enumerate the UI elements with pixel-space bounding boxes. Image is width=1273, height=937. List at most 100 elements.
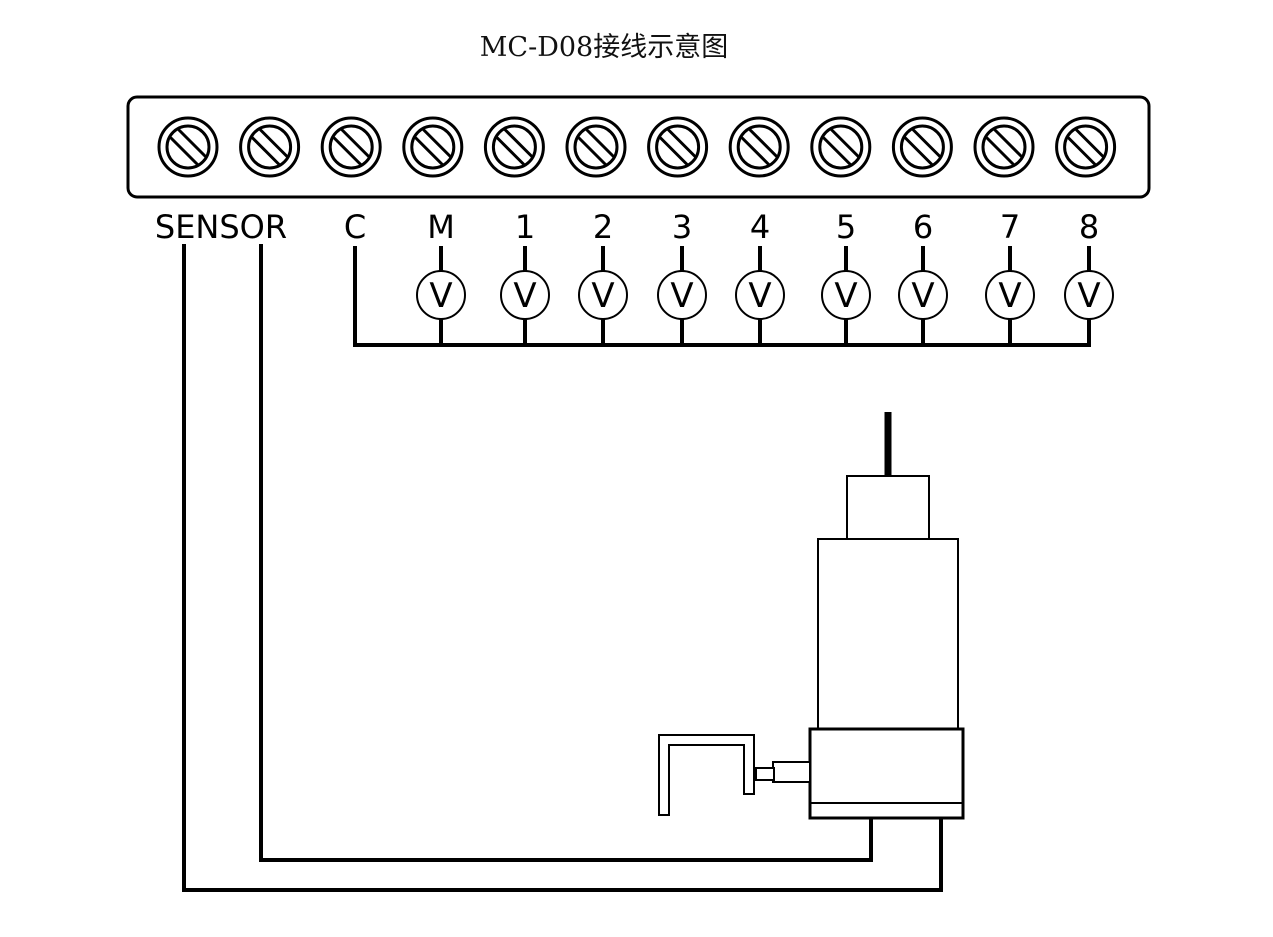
valve-meter-symbol: V (998, 276, 1021, 316)
channel-label-8: 8 (1079, 208, 1099, 246)
channel-label-3: 3 (672, 208, 692, 246)
sensor-label: SENSOR (155, 208, 287, 246)
terminal-screw (157, 116, 219, 178)
screw-head-inner (1063, 124, 1109, 170)
screw-slot-line (250, 135, 281, 167)
sensor-connector (772, 761, 811, 783)
valve-meter-symbol: V (670, 276, 693, 316)
screw-slot-line (911, 127, 942, 159)
terminal-screw (728, 116, 790, 178)
screw-head-inner (736, 124, 782, 170)
sensor-wire-outer (182, 244, 943, 892)
screw-slot-line (1074, 127, 1105, 159)
valve-meter-symbol: V (748, 276, 771, 316)
screw-head-inner (491, 124, 537, 170)
valve-meter-symbol: V (429, 276, 452, 316)
sensor-wire-inner (259, 244, 873, 862)
valve-meter: V (500, 246, 550, 345)
valve-meter: V (821, 246, 871, 345)
valve-meter: V (1064, 246, 1114, 345)
screw-head-inner (328, 124, 374, 170)
terminal-screws (157, 116, 1117, 178)
channel-label-1: 1 (515, 208, 535, 246)
valve-meter-circle (898, 270, 948, 320)
valve-meter-circle (821, 270, 871, 320)
screw-slot-line (748, 127, 779, 159)
terminal-screw (891, 116, 953, 178)
valve-meter-circle (657, 270, 707, 320)
screw-slot-line (503, 127, 534, 159)
channel-label-2: 2 (593, 208, 613, 246)
common-label: C (344, 208, 366, 246)
screw-slot-line (176, 127, 208, 159)
screw-slot-line (903, 135, 934, 167)
screw-slot-line (340, 127, 371, 159)
terminal-screw (647, 116, 709, 178)
sensor-device (658, 412, 965, 820)
channel-label-m: M (427, 208, 455, 246)
valve-meter: V (416, 246, 466, 345)
screw-slot-line (658, 135, 689, 167)
valve-meter: V (578, 246, 628, 345)
screw-head-inner (899, 124, 945, 170)
screw-slot-line (984, 135, 1016, 167)
screw-slot-line (258, 127, 289, 159)
terminal-screw (565, 116, 627, 178)
screw-slot-line (829, 127, 860, 159)
screw-slot-line (666, 127, 697, 159)
screw-head-inner (410, 124, 456, 170)
sensor-cap (846, 475, 930, 541)
valve-meter: V (657, 246, 707, 345)
terminal-screw (320, 116, 382, 178)
terminal-screw (483, 116, 545, 178)
screw-head-inner (247, 124, 293, 170)
valve-meter-circle (500, 270, 550, 320)
screw-slot-line (421, 127, 452, 159)
screw-slot-line (740, 135, 771, 167)
screw-slot-line (576, 135, 608, 167)
valve-meter: V (985, 246, 1035, 345)
screw-slot-line (821, 135, 852, 167)
sensor-body (817, 538, 959, 730)
screw-head-inner (655, 124, 701, 170)
terminal-screw (973, 116, 1035, 178)
screw-slot-line (495, 135, 526, 167)
terminal-block-body (126, 95, 1151, 199)
screw-head-inner (573, 124, 619, 170)
screw-head-inner (818, 124, 864, 170)
terminal-screw (239, 116, 301, 178)
common-bus-wire (353, 246, 1091, 347)
diagram-title: MC-D08接线示意图 (480, 32, 728, 63)
sensor-base (808, 727, 965, 820)
channel-label-5: 5 (836, 208, 856, 246)
screw-slot-line (332, 135, 363, 167)
valve-meter-symbol: V (591, 276, 614, 316)
screw-slot-line (1066, 135, 1097, 167)
valve-meter-symbol: V (513, 276, 536, 316)
screw-slot-line (584, 127, 616, 159)
valve-meter-circle (578, 270, 628, 320)
valve-meter-symbol: V (911, 276, 934, 316)
terminal-labels: SENSOR C M 1 2 3 4 5 6 7 8 (155, 208, 1099, 246)
valve-meter-symbol: V (834, 276, 857, 316)
valve-meter-circle (985, 270, 1035, 320)
channel-label-6: 6 (913, 208, 933, 246)
sensor-mount-bracket (658, 734, 755, 816)
screw-slot-line (992, 127, 1024, 159)
terminal-screw (1055, 116, 1117, 178)
valve-meter-circle (416, 270, 466, 320)
valve-meter: V (898, 246, 948, 345)
channel-label-4: 4 (750, 208, 770, 246)
valve-meter-circle (735, 270, 785, 320)
valve-meter: V (735, 246, 785, 345)
terminal-screw (810, 116, 872, 178)
valve-meter-symbol: V (1077, 276, 1100, 316)
screw-slot-line (413, 135, 444, 167)
channel-label-7: 7 (1000, 208, 1020, 246)
terminal-screw (402, 116, 464, 178)
screw-slot-line (168, 135, 200, 167)
terminal-block (126, 95, 1151, 199)
sensor-connector-tip (755, 767, 775, 781)
